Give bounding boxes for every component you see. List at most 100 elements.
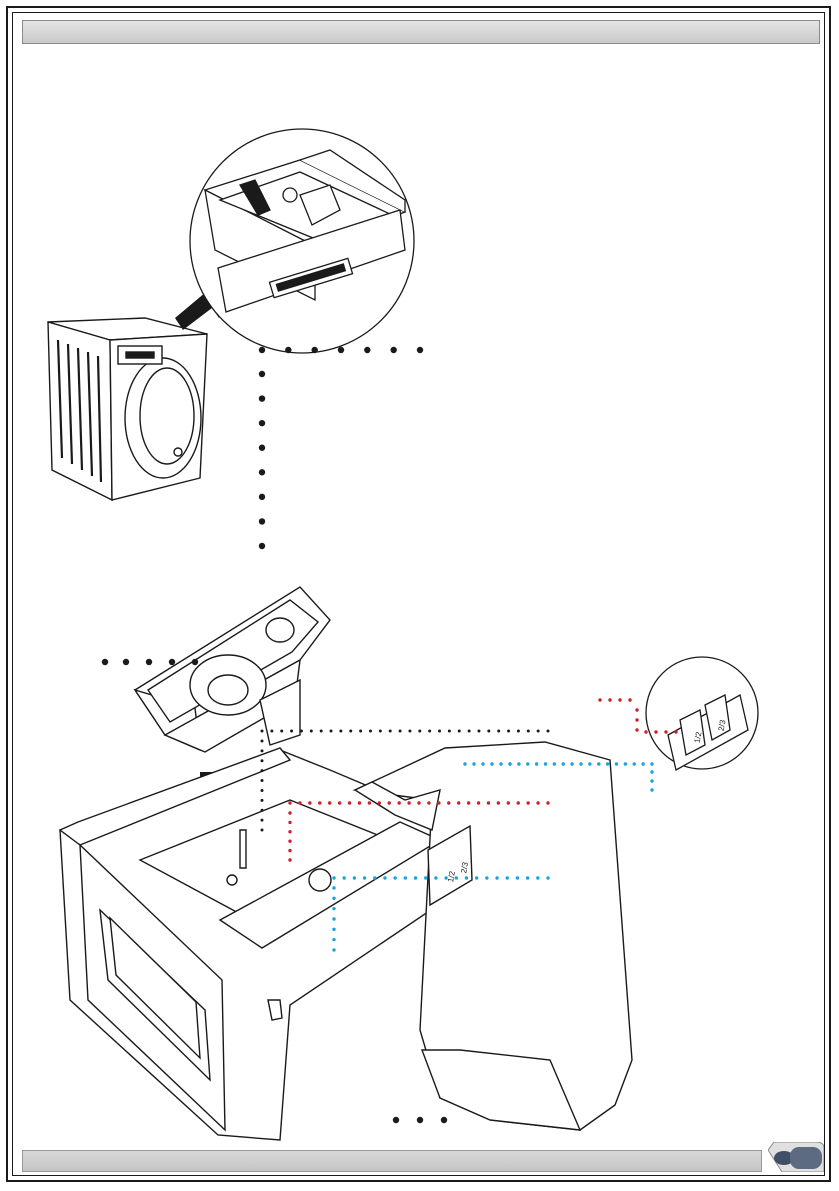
leader-dot bbox=[417, 347, 423, 353]
leader-dot bbox=[414, 876, 417, 879]
leader-dot bbox=[261, 769, 264, 772]
leader-dot bbox=[618, 698, 621, 701]
leader-dot bbox=[437, 801, 440, 804]
leader-dot bbox=[526, 876, 529, 879]
leader-dot bbox=[615, 762, 618, 765]
leader-dot bbox=[526, 801, 529, 804]
leader-dot bbox=[475, 876, 478, 879]
leader-dot bbox=[606, 762, 609, 765]
leader-dot bbox=[495, 876, 498, 879]
leader-dot bbox=[169, 659, 175, 665]
leader-dot bbox=[288, 840, 291, 843]
leader-dot bbox=[537, 730, 540, 733]
leader-dot bbox=[477, 730, 480, 733]
leader-dot bbox=[259, 494, 265, 500]
leader-dot bbox=[434, 876, 437, 879]
leader-dot bbox=[261, 829, 264, 832]
leader-dot bbox=[339, 730, 342, 733]
leader-dot bbox=[288, 801, 291, 804]
leader-dot bbox=[332, 897, 335, 900]
leader-dot bbox=[507, 730, 510, 733]
leader-dot bbox=[364, 347, 370, 353]
leader-dot bbox=[654, 730, 657, 733]
leader-dot bbox=[547, 730, 550, 733]
leader-dot bbox=[517, 762, 520, 765]
leader-dot bbox=[280, 730, 283, 733]
leader-dot bbox=[330, 730, 333, 733]
leader-dot bbox=[468, 730, 471, 733]
leader-dot bbox=[338, 801, 341, 804]
leader-dot bbox=[298, 801, 301, 804]
leader-dot bbox=[570, 762, 573, 765]
leader-dot bbox=[404, 876, 407, 879]
leader-dot bbox=[447, 801, 450, 804]
leader-dot bbox=[259, 371, 265, 377]
leader-dot bbox=[348, 801, 351, 804]
leader-dot bbox=[259, 420, 265, 426]
leader-dot bbox=[467, 801, 470, 804]
leader-dot bbox=[597, 762, 600, 765]
leader-dot bbox=[310, 730, 313, 733]
leader-dot bbox=[390, 347, 396, 353]
leader-dot bbox=[261, 759, 264, 762]
leader-dot bbox=[320, 730, 323, 733]
leader-dot bbox=[427, 801, 430, 804]
washing-machine-illustration bbox=[48, 285, 226, 500]
leader-dot bbox=[506, 876, 509, 879]
leader-dot bbox=[664, 730, 667, 733]
leader-dot bbox=[455, 876, 458, 879]
leader-dot bbox=[463, 762, 466, 765]
drawer-detail-illustration bbox=[190, 129, 414, 353]
leader-dot bbox=[332, 876, 335, 879]
leader-dot bbox=[259, 347, 265, 353]
leader-dot bbox=[358, 801, 361, 804]
leader-dot bbox=[635, 718, 638, 721]
leader-dot bbox=[146, 659, 152, 665]
leader-dot bbox=[438, 730, 441, 733]
leader-dot bbox=[516, 876, 519, 879]
leader-dot bbox=[399, 730, 402, 733]
leader-dot bbox=[261, 740, 264, 743]
leader-dot bbox=[546, 801, 549, 804]
siphon-cap-illustration bbox=[135, 587, 330, 752]
leader-dot bbox=[598, 698, 601, 701]
leader-dot bbox=[553, 762, 556, 765]
leader-dot bbox=[259, 469, 265, 475]
leader-dot bbox=[674, 730, 677, 733]
leader-dot bbox=[261, 809, 264, 812]
leader-dot bbox=[641, 762, 644, 765]
leader-dot bbox=[300, 730, 303, 733]
leader-dot bbox=[487, 801, 490, 804]
leader-dot bbox=[261, 799, 264, 802]
leader-dot bbox=[517, 801, 520, 804]
leader-dot bbox=[393, 1117, 399, 1123]
leader-dot bbox=[332, 948, 335, 951]
leader-dot bbox=[485, 876, 488, 879]
leader-dot bbox=[487, 730, 490, 733]
leader-dot bbox=[288, 858, 291, 861]
leader-dot bbox=[288, 821, 291, 824]
leader-dot bbox=[527, 730, 530, 733]
leader-dot bbox=[259, 395, 265, 401]
leader-dot bbox=[633, 762, 636, 765]
leader-dot bbox=[546, 876, 549, 879]
leader-dot bbox=[407, 801, 410, 804]
leader-dot bbox=[388, 801, 391, 804]
leader-dot bbox=[608, 698, 611, 701]
leader-dot bbox=[544, 762, 547, 765]
leader-dot bbox=[624, 762, 627, 765]
leader-dot bbox=[517, 730, 520, 733]
leader-dot bbox=[526, 762, 529, 765]
leader-dot bbox=[332, 938, 335, 941]
leader-dot bbox=[418, 730, 421, 733]
leader-dot bbox=[288, 811, 291, 814]
leader-dot bbox=[102, 659, 108, 665]
leader-dot bbox=[379, 730, 382, 733]
leader-dot bbox=[353, 876, 356, 879]
leader-dot bbox=[369, 730, 372, 733]
leader-dot bbox=[457, 801, 460, 804]
leader-dot bbox=[650, 770, 653, 773]
leader-dot bbox=[417, 1117, 423, 1123]
leader-dot bbox=[397, 801, 400, 804]
